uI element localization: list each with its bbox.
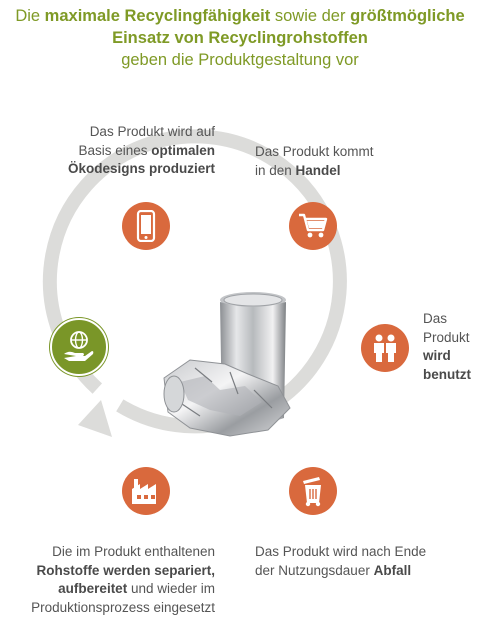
text-segment: in den	[255, 162, 296, 178]
aluminium-cans-image	[163, 292, 291, 437]
bold-segment: Abfall	[373, 562, 412, 578]
text-segment: geben die Produktgestaltung vor	[121, 51, 359, 69]
bold-segment: maximale Recyclingfähigkeit	[44, 7, 271, 25]
text-line: Produktionsprozess eingesetzt	[10, 599, 215, 618]
bold-segment: aufbereitet	[58, 581, 128, 596]
headline: Die maximale Recyclingfähigkeit sowie de…	[0, 5, 480, 71]
text-segment: sowie der	[270, 7, 351, 25]
step-trade-text: Das Produkt kommt in den Handel	[255, 143, 435, 180]
text-segment: Das Produkt wird auf	[89, 124, 215, 139]
text-segment: Das	[423, 311, 448, 326]
text-segment: Basis eines	[78, 142, 152, 158]
text-segment: der Nutzungsdauer	[255, 562, 374, 578]
cycle-arrowhead	[78, 400, 112, 437]
step-waste-text: Das Produkt wird nach Ende der Nutzungsda…	[255, 543, 475, 580]
text-segment: Die im Produkt enthaltenen	[52, 544, 215, 559]
bold-segment: Rohstoffe werden separiert,	[36, 562, 215, 578]
text-line: wird	[423, 347, 479, 366]
step-trade-circle	[289, 202, 337, 250]
bold-segment: Ökodesigns produziert	[67, 161, 215, 176]
people-icon	[374, 334, 396, 362]
bold-segment: wird	[423, 348, 451, 363]
text-line: in den Handel	[255, 162, 435, 181]
text-line: aufbereitet und wieder im	[10, 580, 215, 599]
bold-segment: größtmögliche	[350, 7, 465, 25]
factory-icon	[132, 479, 156, 504]
step-use-circle	[361, 324, 409, 372]
text-line: Produkt	[423, 329, 479, 348]
step-recycle-circle	[122, 467, 170, 515]
bold-segment: Einsatz von Recyclingrohstoffen	[112, 29, 368, 47]
text-line: Das Produkt wird nach Ende	[255, 543, 475, 562]
text-line: Das Produkt wird auf	[40, 123, 215, 142]
text-line: benutzt	[423, 366, 479, 385]
globe-hand-icon	[64, 331, 94, 361]
headline-line-1: Die maximale Recyclingfähigkeit sowie de…	[0, 5, 480, 27]
center-globe-circle	[50, 318, 108, 376]
bold-segment: optimalen	[151, 142, 215, 158]
step-design-circle	[122, 202, 170, 250]
shopping-cart-icon	[299, 213, 328, 238]
trash-bin-icon	[303, 477, 321, 507]
text-line: Das	[423, 310, 479, 329]
bold-segment: benutzt	[423, 366, 471, 382]
text-line: der Nutzungsdauer Abfall	[255, 562, 475, 581]
text-segment: und wieder im	[127, 581, 215, 596]
text-line: Ökodesigns produziert	[40, 160, 215, 179]
bold-segment: Handel	[295, 162, 341, 178]
text-segment: Das Produkt kommt	[255, 144, 374, 159]
text-segment: Produktionsprozess eingesetzt	[31, 599, 215, 615]
text-line: Rohstoffe werden separiert,	[10, 562, 215, 581]
text-line: Basis eines optimalen	[40, 142, 215, 161]
text-line: Das Produkt kommt	[255, 143, 435, 162]
text-segment: Produkt	[423, 329, 470, 345]
text-segment: Die	[15, 7, 45, 25]
headline-line-2: Einsatz von Recyclingrohstoffen	[0, 27, 480, 49]
step-waste-circle	[289, 467, 337, 515]
smartphone-icon	[136, 210, 156, 242]
text-line: Die im Produkt enthaltenen	[10, 543, 215, 562]
text-segment: Das Produkt wird nach Ende	[255, 544, 427, 559]
headline-line-3: geben die Produktgestaltung vor	[0, 49, 480, 71]
